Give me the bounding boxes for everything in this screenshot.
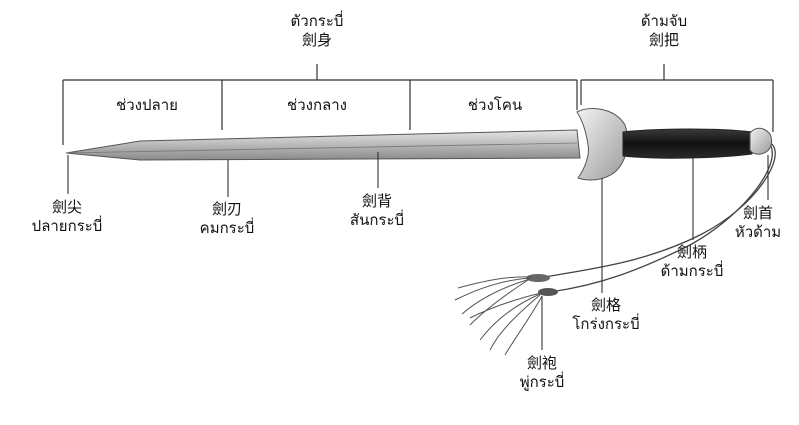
tassel-label-chinese: 劍袍 (526, 354, 557, 372)
blade-title-thai: ตัวกระบี่ (290, 12, 344, 30)
tip-section-label: ช่วงปลาย (116, 96, 178, 114)
tip-label-chinese: 劍尖 (51, 198, 82, 216)
edge-label: 劍刃 คมกระบี่ (172, 200, 282, 238)
pommel-label-chinese: 劍首 (742, 204, 773, 222)
guard-shape (576, 108, 628, 181)
pommel-label: 劍首 หัวด้าม (718, 204, 798, 242)
spine-label-chinese: 劍背 (361, 192, 392, 210)
guard-label-thai: โกร่งกระบี่ (572, 315, 640, 333)
edge-label-chinese: 劍刃 (211, 200, 242, 218)
pommel-label-thai: หัวด้าม (734, 223, 782, 241)
blade-title: ตัวกระบี่ 劍身 (262, 12, 372, 50)
grip-shape (622, 128, 753, 159)
middle-section-label: ช่วงกลาง (287, 96, 347, 114)
pommel-shape (749, 127, 773, 155)
grip-label-chinese: 劍柄 (676, 243, 707, 261)
tassel-label-thai: พู่กระบี่ (519, 373, 565, 391)
grip-label-thai: ด้ามกระบี่ (660, 262, 724, 280)
blade-shape (65, 129, 581, 161)
guard-label-chinese: 劍格 (590, 296, 621, 314)
tassel (454, 141, 776, 356)
edge-label-thai: คมกระบี่ (199, 219, 255, 237)
hilt-title-thai: ด้ามจับ (640, 12, 688, 30)
spine-label-thai: สันกระบี่ (349, 211, 405, 229)
spine-label: 劍背 สันกระบี่ (322, 192, 432, 230)
base-section-label: ช่วงโคน (467, 96, 523, 114)
grip-label: 劍柄 ด้ามกระบี่ (642, 243, 742, 281)
blade-title-chinese: 劍身 (301, 31, 332, 49)
hilt-title-chinese: 劍把 (648, 31, 679, 49)
tassel-label: 劍袍 พู่กระบี่ (492, 354, 592, 392)
tip-label-thai: ปลายกระบี่ (31, 217, 103, 235)
tip-label: 劍尖 ปลายกระบี่ (12, 198, 122, 236)
hilt-title: ด้ามจับ 劍把 (609, 12, 719, 50)
bracket-lines (62, 64, 774, 145)
guard-label: 劍格 โกร่งกระบี่ (556, 296, 656, 334)
